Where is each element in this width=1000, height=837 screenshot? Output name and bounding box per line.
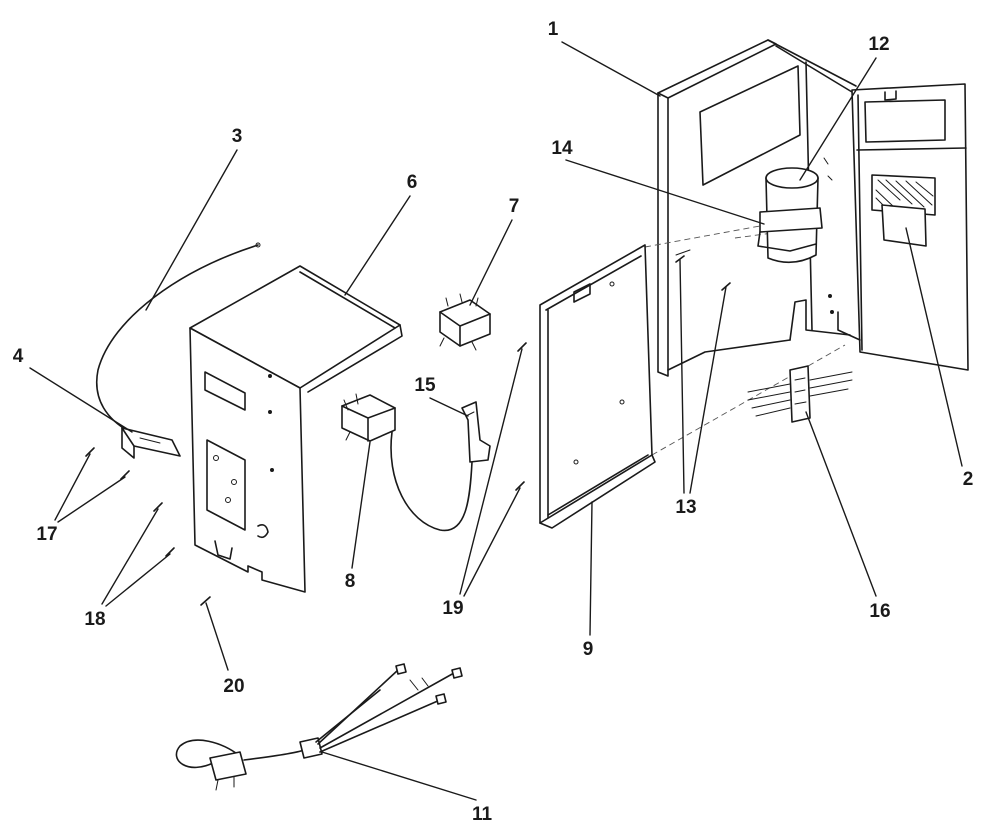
leader-19b xyxy=(463,487,521,597)
callout-7-label: 7 xyxy=(509,196,520,217)
callout-2-label: 2 xyxy=(963,469,974,490)
leader-lines xyxy=(29,41,963,801)
part-20-screw xyxy=(200,596,211,606)
leader-18b xyxy=(105,553,171,607)
part-7-switch xyxy=(439,293,491,351)
callout-17-label: 17 xyxy=(36,524,57,545)
callout-1-label: 1 xyxy=(548,19,559,40)
leader-20 xyxy=(205,602,229,671)
part-6-control-box xyxy=(189,265,403,593)
part-2-side-panel xyxy=(828,83,969,371)
leader-11 xyxy=(321,751,477,801)
callout-18-label: 18 xyxy=(84,609,105,630)
part-11-wire-harness xyxy=(175,663,463,791)
callout-13-label: 13 xyxy=(675,497,696,518)
part-3-capillary-tube xyxy=(96,242,261,433)
part-1-back-panel xyxy=(657,39,857,377)
callout-16-label: 16 xyxy=(869,601,890,622)
part-8-thermostat xyxy=(341,393,473,532)
callout-19-label: 19 xyxy=(442,598,463,619)
leader-4 xyxy=(29,367,133,433)
leader-16 xyxy=(805,411,877,597)
leader-13b xyxy=(689,286,727,494)
callout-12-label: 12 xyxy=(868,34,889,55)
part-9-divider-panel xyxy=(539,244,656,529)
callout-11-label: 11 xyxy=(472,804,493,825)
leader-12 xyxy=(799,57,877,181)
part-14-strap xyxy=(757,207,823,252)
part-15-bracket xyxy=(461,401,491,463)
callout-15-label: 15 xyxy=(414,375,436,396)
callout-14-label: 14 xyxy=(551,138,573,159)
callout-9-label: 9 xyxy=(583,639,594,660)
callout-8-label: 8 xyxy=(345,571,356,592)
leader-13a xyxy=(679,259,685,494)
vent-grille xyxy=(875,179,934,209)
leader-3 xyxy=(145,149,238,311)
callout-4-label: 4 xyxy=(13,346,24,367)
leader-17b xyxy=(57,476,126,523)
leader-19a xyxy=(459,348,523,595)
callout-20-label: 20 xyxy=(223,676,244,697)
leader-6 xyxy=(344,195,411,296)
leader-8 xyxy=(351,441,371,569)
part-17-screws xyxy=(85,447,130,480)
part-13-screws xyxy=(675,255,731,291)
leader-2 xyxy=(905,227,963,467)
callout-6-label: 6 xyxy=(407,172,418,193)
leader-15 xyxy=(429,397,469,417)
leader-7 xyxy=(469,219,513,306)
part-18-screws xyxy=(153,502,175,557)
alignment-lines xyxy=(644,225,846,456)
part-4-bracket xyxy=(121,427,181,459)
callout-labels: 1 2 3 4 6 7 8 9 11 12 13 14 15 16 17 18 … xyxy=(13,19,974,825)
leader-18a xyxy=(101,508,159,605)
callout-3-label: 3 xyxy=(232,126,243,147)
part-19-screws xyxy=(515,342,527,491)
leader-9 xyxy=(589,501,593,636)
part-16-terminal-block xyxy=(747,365,853,423)
leader-14 xyxy=(565,159,765,225)
leader-17a xyxy=(54,453,91,521)
leader-1 xyxy=(561,41,661,97)
